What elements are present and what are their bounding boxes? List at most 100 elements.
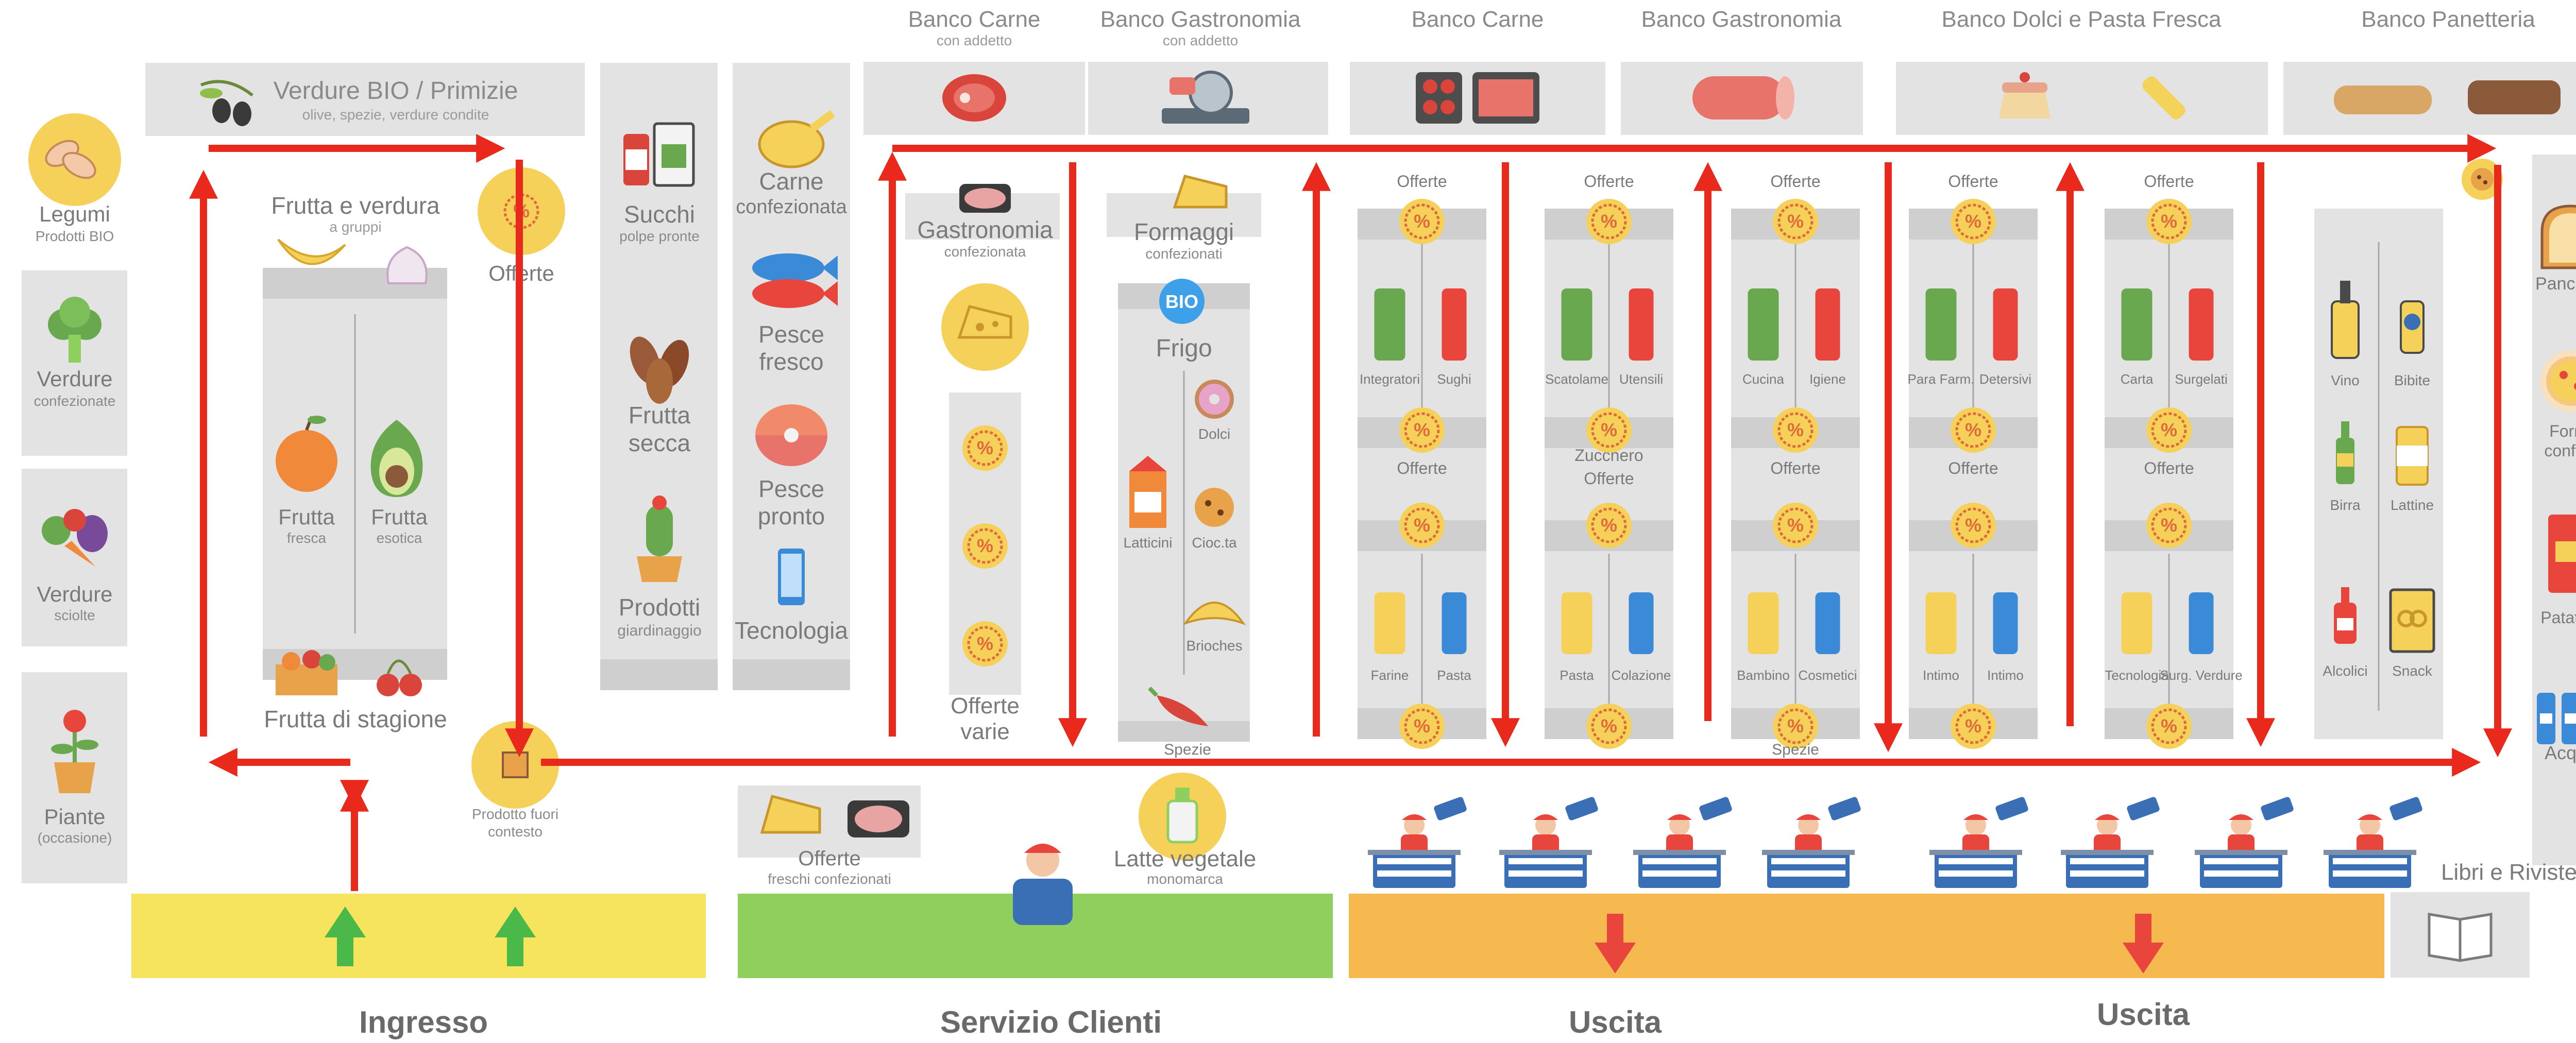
aisle-carne[interactable]: Carne confezionata Pesce fresco Pesce pr… bbox=[733, 63, 850, 690]
percent-badge-icon bbox=[1951, 407, 1996, 453]
product-left-icon bbox=[2121, 592, 2153, 654]
scanner-icon bbox=[1995, 797, 2028, 820]
birra-label: Birra bbox=[2330, 497, 2361, 513]
tecnologia-label: Tecnologia bbox=[735, 617, 848, 644]
percent-badge-icon bbox=[1773, 407, 1818, 453]
formaggi-frigo-area[interactable]: Formaggi confezionati BIO Frigo Dolci La… bbox=[1107, 175, 1261, 758]
meat-slicer-icon bbox=[1162, 71, 1249, 124]
bibite-label: Bibite bbox=[2394, 372, 2430, 388]
succhi-label: Succhi bbox=[624, 201, 695, 228]
bread-icon bbox=[2334, 80, 2561, 114]
chicken-icon bbox=[758, 110, 835, 168]
latte-vegetale-area[interactable]: Latte vegetale monomarca bbox=[1114, 773, 1256, 887]
verdure-conf-area[interactable]: Verdure confezionate bbox=[22, 270, 127, 456]
gastronomia-title: Gastronomia bbox=[917, 216, 1053, 243]
product-right-icon bbox=[1629, 592, 1654, 654]
product-right-icon bbox=[1815, 592, 1840, 654]
croissant-icon bbox=[1182, 602, 1246, 625]
product-right-icon bbox=[2189, 592, 2214, 654]
product-label-right: Surgelati bbox=[2175, 371, 2228, 387]
wine-bottle-icon bbox=[2331, 281, 2360, 359]
carne-conf-label: Carne bbox=[759, 168, 823, 195]
offerte-fresh-area[interactable]: Offerte freschi confezionati bbox=[738, 785, 921, 887]
green-arrow-icon bbox=[495, 907, 536, 966]
percent-badge-icon bbox=[962, 621, 1008, 666]
garlic-icon bbox=[386, 246, 428, 284]
cookie-icon bbox=[1195, 488, 1234, 527]
product-label-right: Igiene bbox=[1809, 371, 1846, 387]
product-left-icon bbox=[1925, 592, 1957, 654]
servizio-label: Servizio Clienti bbox=[940, 1005, 1162, 1039]
verdure-conf-label: Verdure bbox=[37, 367, 112, 391]
scanner-icon bbox=[1565, 797, 1598, 820]
legumi-area[interactable]: Legumi Prodotti BIO bbox=[28, 113, 121, 244]
drinks-shelf[interactable]: Vino Bibite Birra Lattine Alcolici Snack bbox=[2314, 159, 2503, 739]
right-column[interactable]: Pancarrè Forno confez. Patatine Acqua bbox=[2532, 155, 2576, 865]
product-left-icon bbox=[1748, 288, 1779, 361]
counter-title: Banco Carne bbox=[908, 7, 1041, 32]
percent-badge-icon bbox=[2146, 704, 2192, 749]
product-left-icon bbox=[1925, 288, 1957, 361]
product-left-icon bbox=[2121, 288, 2153, 361]
frutta-block[interactable]: Frutta e verdura a gruppi Frutta fresca … bbox=[263, 192, 447, 732]
red-arrow-down-icon bbox=[2123, 914, 2164, 973]
scanner-icon bbox=[2261, 797, 2294, 820]
piante-area[interactable]: Piante (occasione) bbox=[22, 672, 127, 883]
counter-title: Banco Gastronomia bbox=[1641, 7, 1842, 32]
offerte-label: Offerte bbox=[2144, 172, 2194, 191]
verdure-sciolte-area[interactable]: Verdure sciolte bbox=[22, 469, 127, 646]
offerte-label: Offerte bbox=[1397, 459, 1447, 477]
aisle-succhi[interactable]: Succhi polpe pronte Frutta secca Prodott… bbox=[600, 63, 718, 690]
alcolici-label: Alcolici bbox=[2323, 663, 2367, 679]
prodotto-fuori-label: Prodotto fuori bbox=[472, 806, 558, 822]
percent-badge-icon bbox=[2146, 407, 2192, 453]
product-right-icon bbox=[1442, 288, 1467, 361]
frutta-secca-label2: secca bbox=[629, 430, 691, 456]
avocado-icon bbox=[370, 420, 423, 497]
counter-title: Banco Panetteria bbox=[2361, 7, 2535, 32]
product-label-left: Farine bbox=[1371, 668, 1409, 683]
product-label-left: Cucina bbox=[1742, 371, 1784, 387]
scanner-icon bbox=[2389, 797, 2422, 820]
product-left-icon bbox=[1374, 592, 1405, 654]
donut-icon bbox=[1195, 380, 1234, 419]
product-label-right: Pasta bbox=[1437, 668, 1471, 683]
vino-label: Vino bbox=[2331, 372, 2360, 388]
frigo-label: Frigo bbox=[1156, 335, 1212, 362]
verdure-conf-sub: confezionate bbox=[34, 393, 116, 409]
water-bottles-icon bbox=[2537, 693, 2576, 744]
counter-subtitle: con addetto bbox=[1163, 32, 1238, 48]
clerk-icon bbox=[1013, 844, 1073, 925]
product-label-left: Intimo bbox=[1923, 668, 1959, 683]
toast-icon bbox=[2540, 204, 2576, 269]
forno-label: Forno bbox=[2549, 422, 2576, 440]
libri-area[interactable]: Libri e Riviste bbox=[2391, 860, 2576, 978]
product-label-right: Detersivi bbox=[1979, 371, 2031, 387]
almonds-icon bbox=[630, 336, 689, 404]
exit-zone[interactable] bbox=[1349, 894, 2384, 978]
frutta-esotica-sub: esotica bbox=[377, 530, 422, 546]
uscita-label: Uscita bbox=[1569, 1005, 1662, 1039]
offerte-label: Offerte bbox=[1770, 172, 1820, 191]
product-label-right: Colazione bbox=[1612, 668, 1671, 683]
product-label-left: Integratori bbox=[1360, 371, 1420, 387]
counter-dolci[interactable] bbox=[1896, 62, 2268, 135]
scanner-icon bbox=[1828, 797, 1861, 820]
percent-badge-icon bbox=[1399, 503, 1445, 548]
product-right-icon bbox=[1629, 288, 1654, 361]
salami-icon bbox=[1692, 76, 1794, 119]
ham-icon bbox=[848, 800, 909, 837]
crate-icon bbox=[276, 650, 337, 695]
product-right-icon bbox=[1442, 592, 1467, 654]
cake-pasta-icon bbox=[1999, 72, 2185, 119]
can-icon bbox=[2396, 426, 2429, 486]
offerte-label: Offerte bbox=[1397, 172, 1447, 191]
product-left-icon bbox=[1561, 288, 1592, 361]
entrance-zone[interactable] bbox=[131, 894, 706, 978]
gastronomia-conf-area[interactable]: Gastronomia confezionata Offerte varie bbox=[905, 184, 1060, 744]
